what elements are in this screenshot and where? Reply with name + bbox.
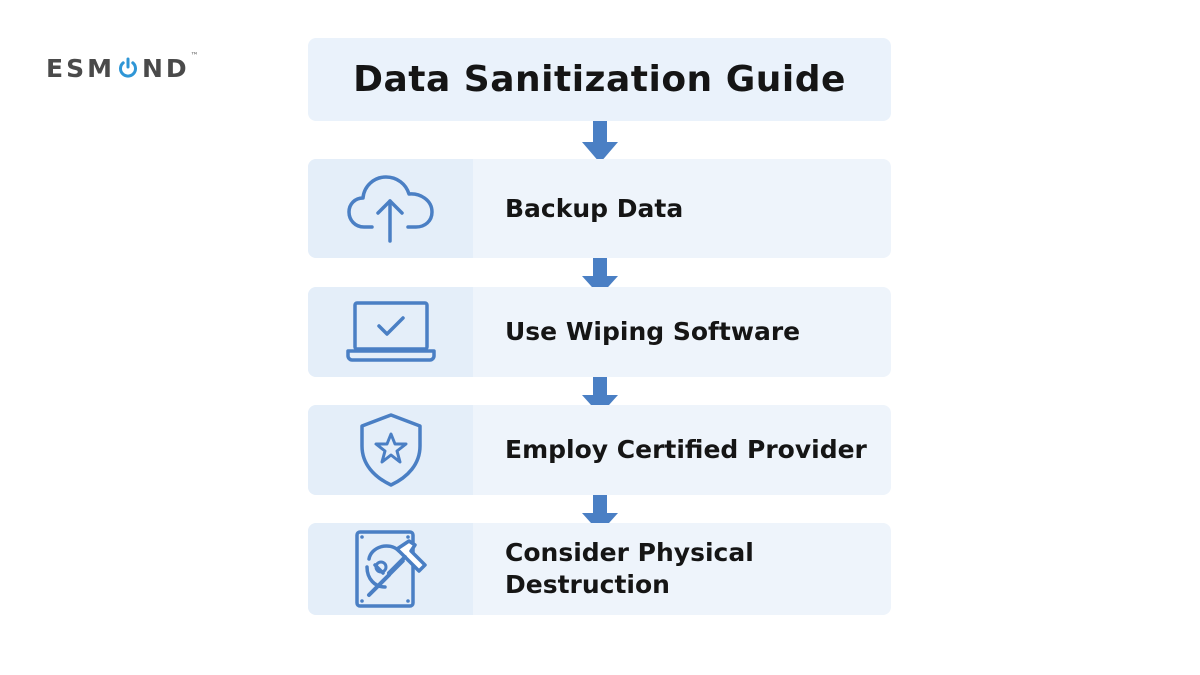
step-icon-cell bbox=[308, 159, 473, 258]
diagram-title: Data Sanitization Guide bbox=[353, 59, 846, 100]
hard-drive-hammer-icon bbox=[354, 530, 427, 608]
title-box: Data Sanitization Guide bbox=[308, 38, 891, 121]
laptop-check-icon bbox=[345, 301, 436, 362]
step-label: Consider Physical Destruction bbox=[505, 538, 754, 599]
esmond-logo: ESM ND ™ bbox=[46, 52, 199, 83]
step-backup-data: Backup Data bbox=[308, 159, 891, 258]
power-icon bbox=[117, 57, 139, 79]
step-label: Backup Data bbox=[505, 193, 684, 223]
step-label: Use Wiping Software bbox=[505, 317, 801, 346]
logo-text-right: ND bbox=[141, 54, 190, 83]
cloud-upload-icon bbox=[346, 174, 434, 243]
trademark-symbol: ™ bbox=[190, 51, 199, 60]
down-arrow-icon bbox=[582, 258, 618, 296]
step-use-wiping-software: Use Wiping Software bbox=[308, 287, 891, 377]
step-label: Employ Certified Provider bbox=[505, 435, 867, 464]
step-employ-certified-provider: Employ Certified Provider bbox=[308, 405, 891, 495]
step-consider-physical-destruction: Consider Physical Destruction bbox=[308, 523, 891, 615]
step-icon-cell bbox=[308, 287, 473, 377]
step-icon-cell bbox=[308, 523, 473, 615]
shield-star-icon bbox=[359, 413, 422, 487]
step-icon-cell bbox=[308, 405, 473, 495]
down-arrow-icon bbox=[582, 121, 618, 163]
logo-text-left: ESM bbox=[46, 54, 115, 83]
